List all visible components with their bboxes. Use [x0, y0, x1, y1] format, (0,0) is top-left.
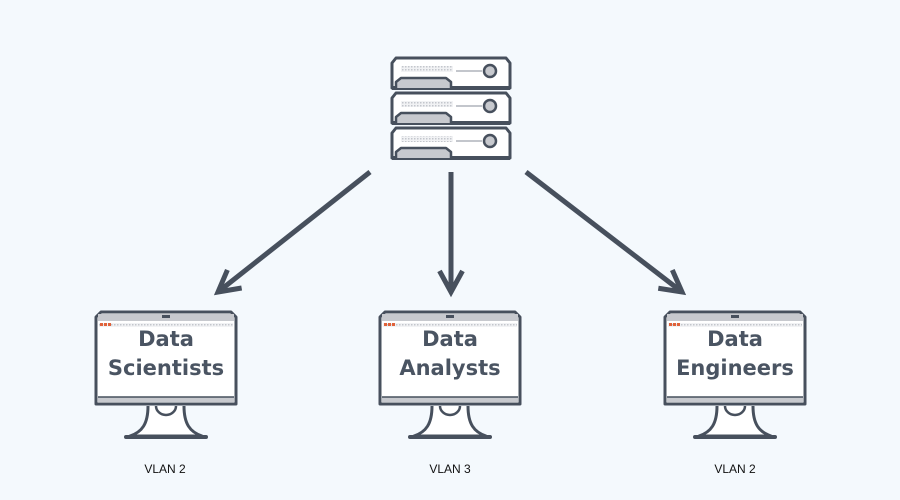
drive-bay [394, 111, 453, 123]
monitor-icon-engineers [663, 310, 807, 439]
node-title-line2: Scientists [107, 356, 225, 380]
node-title-line1: Data [138, 327, 194, 351]
vlan-label-scientists: VLAN 2 [144, 462, 186, 476]
server-vent [401, 136, 453, 142]
arrow-shaft [524, 170, 684, 294]
window-dot [677, 323, 680, 326]
camera-icon [731, 315, 739, 318]
monitor-neck [438, 405, 462, 417]
arrow [524, 170, 687, 296]
server-rack-icon [390, 56, 512, 160]
server-vent [401, 66, 453, 72]
vlan-label-analysts: VLAN 3 [429, 462, 471, 476]
node-title-line2: Engineers [676, 356, 794, 380]
arrow-shaft [216, 170, 372, 294]
monitor-frame [94, 310, 238, 406]
vlan-label-engineers: VLAN 2 [714, 462, 756, 476]
monitor-frame [663, 310, 807, 406]
monitor-stand [697, 405, 773, 438]
window-titlebar [668, 323, 802, 327]
arrowhead [657, 269, 687, 296]
node-label-engineers: Data Engineers [665, 325, 805, 383]
server-unit [390, 56, 512, 90]
power-button-icon [482, 133, 498, 149]
drive-bay [394, 146, 453, 158]
power-button-icon [482, 98, 498, 114]
drive-bay [394, 76, 453, 88]
power-button-icon [482, 63, 498, 79]
monitor-bottom-bezel [667, 397, 803, 402]
monitor-bottom-bezel [98, 397, 234, 402]
window-dot [384, 323, 387, 326]
monitor-bottom-bezel [382, 397, 518, 402]
monitor-neck [723, 405, 747, 417]
server-vent [401, 101, 453, 107]
camera-icon [446, 315, 454, 318]
monitor-icon-scientists [94, 310, 238, 439]
monitor-frame [378, 310, 522, 406]
window-dot [673, 323, 676, 326]
node-label-analysts: Data Analysts [380, 325, 520, 383]
window-dot [108, 323, 111, 326]
server-unit [390, 91, 512, 125]
node-label-scientists: Data Scientists [96, 325, 236, 383]
camera-icon [162, 315, 170, 318]
arrowhead [437, 269, 465, 298]
monitor-stand [412, 405, 488, 438]
window-dot [392, 323, 395, 326]
monitors [94, 310, 807, 439]
node-title-line2: Analysts [399, 356, 501, 380]
server-unit [390, 126, 512, 160]
monitor-stand [128, 405, 204, 438]
window-dot [104, 323, 107, 326]
arrows [213, 170, 687, 298]
window-dot [388, 323, 391, 326]
window-dot [100, 323, 103, 326]
monitor-icon-analysts [378, 310, 522, 439]
node-title-line1: Data [707, 327, 763, 351]
window-dot [669, 323, 672, 326]
window-titlebar [383, 323, 517, 327]
window-titlebar [99, 323, 233, 327]
monitor-neck [154, 405, 178, 417]
arrow [437, 172, 465, 298]
arrowhead [213, 268, 243, 296]
node-title-line1: Data [422, 327, 478, 351]
arrow [213, 170, 372, 296]
